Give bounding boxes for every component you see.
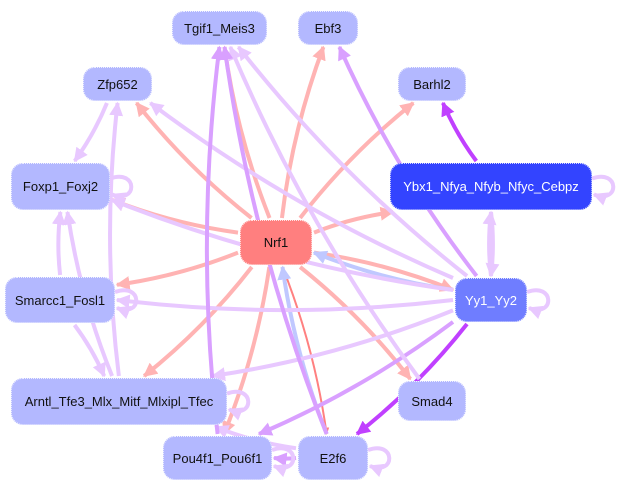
node-zfp652[interactable]: Zfp652 — [83, 67, 152, 101]
edge-yy1-to-smarcc1 — [115, 294, 454, 313]
node-ebf3[interactable]: Ebf3 — [298, 11, 358, 45]
node-pou4f1[interactable]: Pou4f1_Pou6f1 — [163, 436, 272, 480]
node-nrf1[interactable]: Nrf1 — [240, 220, 312, 265]
node-label: E2f6 — [319, 450, 347, 466]
edge-nrf1-to-yy1 — [313, 250, 455, 292]
node-label: Smad4 — [411, 393, 453, 409]
node-label: Yy1_Yy2 — [464, 292, 518, 308]
self-loop-foxp1 — [109, 174, 134, 206]
self-loop-pou4f1 — [271, 446, 296, 478]
self-loop-ybx1 — [591, 174, 616, 206]
self-loop-e2f6 — [367, 446, 392, 478]
edge-e2f6-to-nrf1 — [277, 265, 329, 435]
node-label: Nrf1 — [263, 235, 289, 250]
node-label: Barhl2 — [413, 76, 451, 92]
node-smarcc1[interactable]: Smarcc1_Fosl1 — [5, 277, 115, 323]
edge-smarcc1-to-foxp1 — [51, 210, 66, 276]
node-label: Ybx1_Nfya_Nfyb_Nfyc_Cebpz — [403, 179, 579, 194]
edge-nrf1-to-e2f6 — [281, 266, 330, 435]
node-label: Smarcc1_Fosl1 — [14, 292, 106, 308]
node-label: Foxp1_Foxj2 — [22, 179, 99, 194]
edge-nrf1-to-foxp1 — [110, 197, 239, 235]
node-label: Arntl_Tfe3_Mlx_Mitf_Mlxipl_Tfec — [24, 394, 214, 409]
edge-nrf1-to-zfp652 — [134, 101, 253, 220]
node-label: Tgif1_Meis3 — [184, 20, 255, 36]
node-arntl[interactable]: Arntl_Tfe3_Mlx_Mitf_Mlxipl_Tfec — [11, 378, 227, 425]
edge-nrf1-to-smad4 — [298, 265, 412, 381]
self-loop-yy1 — [526, 288, 551, 320]
edge-yy1-to-tgif1 — [236, 45, 469, 278]
node-barhl2[interactable]: Barhl2 — [398, 67, 466, 101]
self-loop-smarcc1 — [114, 288, 139, 320]
edge-yy1-to-ybx1 — [482, 210, 497, 277]
node-ybx1[interactable]: Ybx1_Nfya_Nfyb_Nfyc_Cebpz — [390, 163, 592, 210]
edge-smad4-to-tgif1 — [228, 45, 422, 381]
edge-yy1-to-nrf1 — [312, 250, 454, 292]
self-loop-arntl — [226, 389, 251, 421]
edge-nrf1-to-arntl — [142, 265, 254, 378]
node-label: Zfp652 — [97, 76, 138, 92]
node-tgif1[interactable]: Tgif1_Meis3 — [172, 11, 267, 45]
node-label: Pou4f1_Pou6f1 — [172, 450, 263, 466]
node-label: Ebf3 — [314, 20, 342, 36]
node-e2f6[interactable]: E2f6 — [298, 436, 368, 480]
edge-smarcc1-to-arntl — [72, 323, 107, 378]
edge-yy1-to-pou4f1 — [257, 320, 455, 436]
edge-arntl-to-zfp652 — [108, 101, 124, 377]
edge-nrf1-to-ebf3 — [279, 45, 326, 219]
edge-nrf1-to-smarcc1 — [115, 250, 239, 290]
node-yy1[interactable]: Yy1_Yy2 — [455, 278, 527, 322]
edge-nrf1-to-tgif1 — [219, 45, 272, 219]
edge-nrf1-to-barhl2 — [298, 101, 415, 220]
edge-ybx1-to-barhl2 — [441, 101, 478, 163]
node-foxp1[interactable]: Foxp1_Foxj2 — [11, 163, 110, 210]
edge-zfp652-to-foxp1 — [73, 102, 109, 163]
edge-yy1-to-arntl — [211, 308, 454, 382]
node-smad4[interactable]: Smad4 — [398, 381, 466, 421]
edge-yy1-to-zfp652 — [149, 101, 454, 280]
